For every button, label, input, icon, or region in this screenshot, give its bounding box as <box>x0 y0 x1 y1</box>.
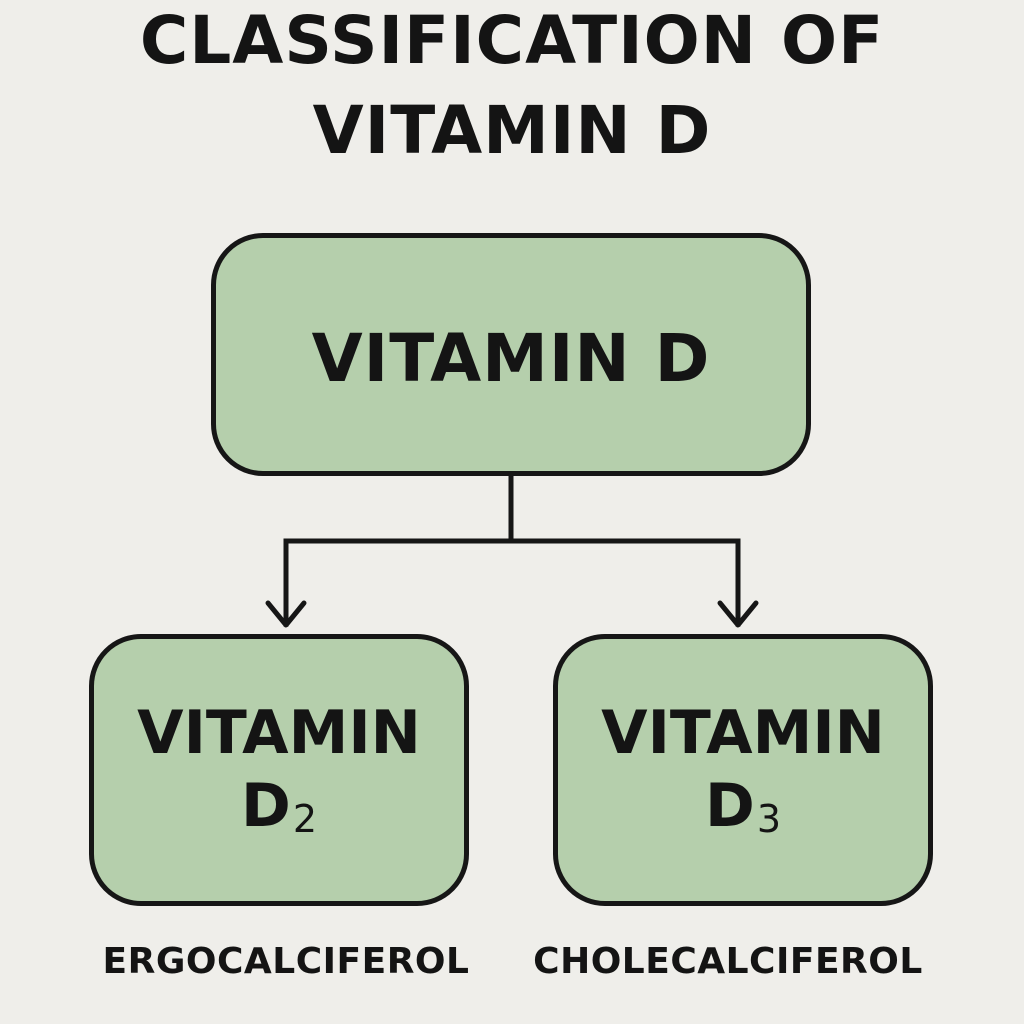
caption-ergocalciferol: ERGOCALCIFEROL <box>102 941 470 982</box>
child-node-label: VITAMIN <box>137 698 421 768</box>
arrowhead-down-icon <box>717 600 759 628</box>
diagram-title-line-1: CLASSIFICATION OF <box>139 2 885 79</box>
child-node-vitamin-d3: VITAMIN D3 <box>553 634 933 906</box>
child-node-symbol: D3 <box>705 772 781 841</box>
child-node-vitamin-d2: VITAMIN D2 <box>89 634 469 906</box>
child-node-symbol: D2 <box>241 772 317 841</box>
child-node-label: VITAMIN <box>601 698 885 768</box>
root-node-label: VITAMIN D <box>311 320 711 397</box>
root-node-vitamin-d: VITAMIN D <box>211 233 811 476</box>
child-node-subscript: 2 <box>292 797 317 841</box>
child-node-letter: D <box>241 771 291 841</box>
child-node-letter: D <box>705 771 755 841</box>
diagram-title-line-2: VITAMIN D <box>312 92 712 169</box>
arrowhead-down-icon <box>265 600 307 628</box>
caption-cholecalciferol: CHOLECALCIFEROL <box>533 941 923 982</box>
child-node-subscript: 3 <box>756 797 781 841</box>
